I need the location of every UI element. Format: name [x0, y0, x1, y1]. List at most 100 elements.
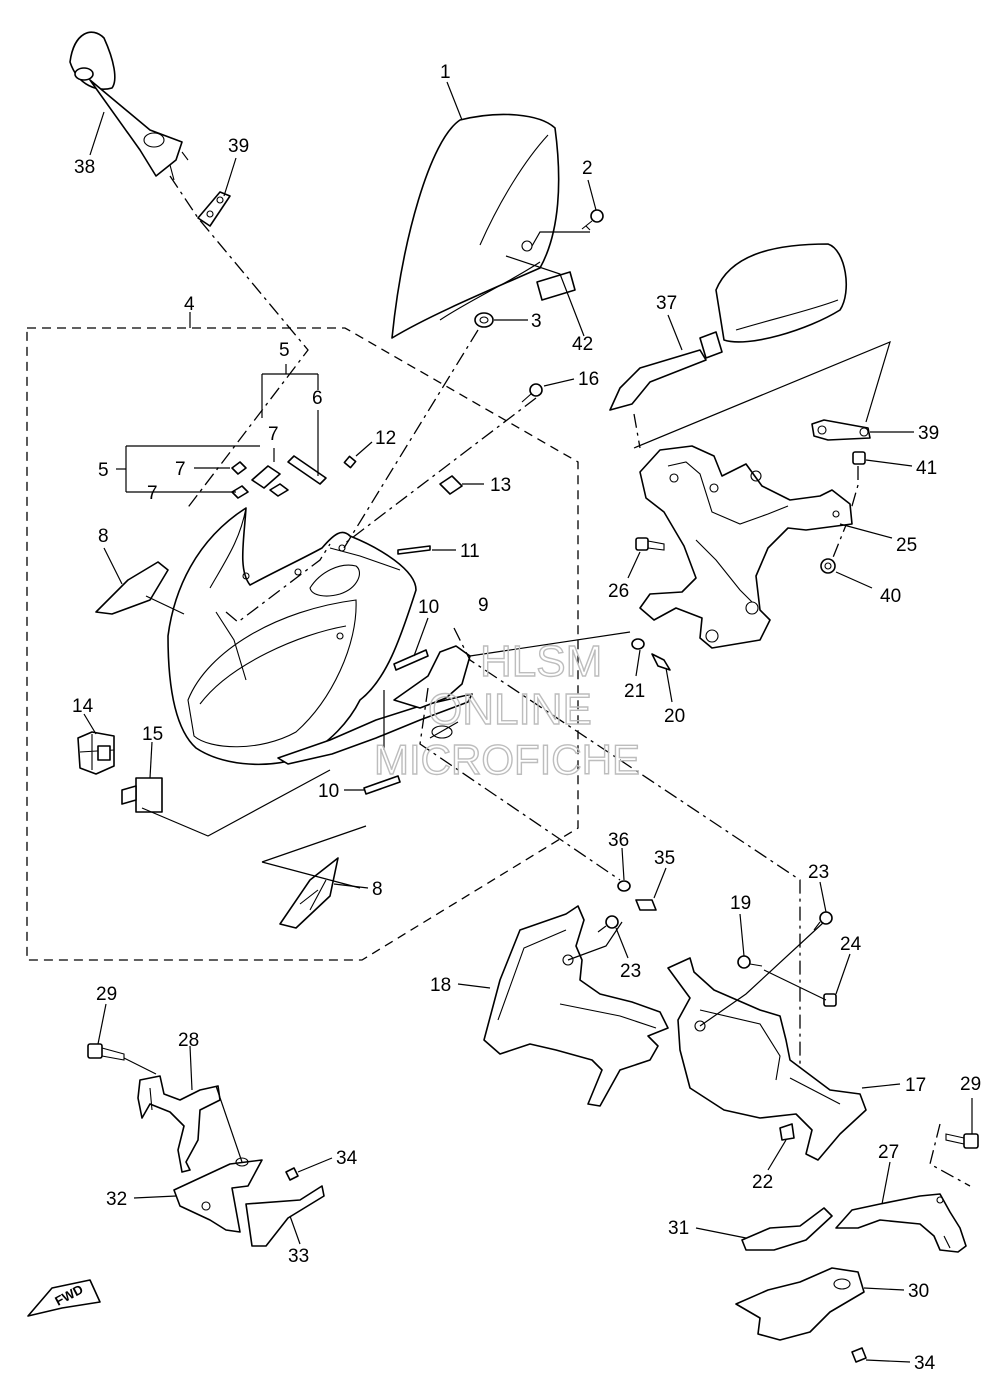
trim-10-lower: [363, 775, 401, 795]
callout-29-left: 29: [96, 984, 117, 1005]
callout-40: 40: [880, 586, 901, 607]
trim-10-upper: [393, 649, 429, 671]
callout-3: 3: [531, 311, 542, 332]
nut-40: [820, 558, 836, 574]
callout-1: 1: [440, 62, 451, 83]
screw-23-right: [813, 911, 833, 931]
callout-19: 19: [730, 893, 751, 914]
mirror-bracket-left: [197, 191, 231, 227]
part-12: [343, 455, 357, 469]
emblem-6: [287, 455, 327, 485]
watermark-line-1: HLSM: [480, 637, 602, 686]
callout-23-right: 23: [808, 862, 829, 883]
callout-17: 17: [905, 1075, 926, 1096]
bracket-31[interactable]: [741, 1207, 833, 1251]
callout-16: 16: [578, 369, 599, 390]
bolt-20: [651, 653, 671, 671]
bolt-29-left: [87, 1043, 125, 1061]
callout-5-left: 5: [98, 460, 109, 481]
bolt-29-right: [945, 1133, 979, 1149]
callout-27: 27: [878, 1142, 899, 1163]
callout-4: 4: [184, 294, 195, 315]
callout-9: 9: [478, 595, 489, 616]
callout-14: 14: [72, 696, 94, 717]
watermark: HLSM ONLINE MICROFICHE: [373, 636, 640, 783]
nut-22: [779, 1123, 795, 1141]
washer-36: [617, 880, 631, 892]
callout-10-upper: 10: [418, 597, 439, 618]
callout-31: 31: [668, 1218, 689, 1239]
nut-13: [439, 475, 463, 495]
screw-34-right: [851, 1347, 867, 1363]
screw-16: [521, 383, 543, 403]
callout-18: 18: [430, 975, 451, 996]
windscreen[interactable]: [391, 113, 560, 339]
connector-14: [77, 731, 115, 775]
washer-21: [631, 638, 645, 650]
lower-cowling-9[interactable]: [277, 645, 473, 765]
inner-panel-right[interactable]: [667, 957, 867, 1161]
callout-32: 32: [106, 1189, 127, 1210]
callout-34-right: 34: [914, 1353, 936, 1374]
fairing-stay[interactable]: [639, 445, 853, 649]
screw-35: [635, 899, 657, 911]
callout-labels: 1 2 3 4 5 5 6 7 7 7 8 8 9 10 10 11 12 13…: [72, 62, 981, 1374]
callout-37: 37: [656, 293, 677, 314]
screw-23-left: [597, 915, 619, 933]
decal-8-upper: [95, 561, 169, 615]
mirror-right[interactable]: [609, 243, 847, 411]
callout-2: 2: [582, 158, 593, 179]
mirror-left[interactable]: [69, 31, 189, 181]
callout-8-upper: 8: [98, 526, 109, 547]
callout-6: 6: [312, 388, 323, 409]
callout-41: 41: [916, 458, 937, 479]
callout-15: 15: [142, 724, 163, 745]
callout-36: 36: [608, 830, 629, 851]
callout-7-mid: 7: [175, 459, 186, 480]
bracket-27[interactable]: [835, 1193, 967, 1253]
callout-30: 30: [908, 1281, 929, 1302]
callout-20: 20: [664, 706, 685, 727]
callout-42: 42: [572, 334, 593, 355]
watermark-line-3: MICROFICHE: [374, 736, 640, 783]
callout-7-top: 7: [268, 424, 279, 445]
watermark-line-2: ONLINE: [428, 685, 592, 734]
front-cowling[interactable]: [167, 507, 417, 766]
callout-24: 24: [840, 934, 862, 955]
assembly-box-4: [26, 327, 579, 961]
callout-13: 13: [490, 475, 511, 496]
mirror-bracket-right: [811, 419, 871, 441]
bracket-32[interactable]: [173, 1157, 263, 1233]
screw-34-left: [285, 1167, 299, 1181]
callout-34-left: 34: [336, 1148, 358, 1169]
callout-38: 38: [74, 157, 95, 178]
bracket-30[interactable]: [735, 1267, 865, 1341]
callout-29-right: 29: [960, 1074, 981, 1095]
callout-11: 11: [460, 541, 480, 562]
collar-41: [852, 451, 866, 465]
callout-22: 22: [752, 1172, 773, 1193]
forward-direction-badge: FWD: [27, 1279, 101, 1317]
callout-28: 28: [178, 1030, 199, 1051]
callout-23-left: 23: [620, 961, 641, 982]
windscreen-decal: [536, 271, 576, 301]
screw-2: [581, 209, 604, 231]
screw-19: [737, 955, 763, 969]
inner-panel-left[interactable]: [483, 905, 669, 1107]
callout-33: 33: [288, 1246, 309, 1267]
grommet-3: [474, 312, 494, 328]
callout-10-lower: 10: [318, 781, 339, 802]
callout-21: 21: [624, 681, 645, 702]
callout-39-right: 39: [918, 423, 939, 444]
callout-25: 25: [896, 535, 917, 556]
relay-15: [121, 777, 163, 813]
callout-35: 35: [654, 848, 675, 869]
callout-5-upper: 5: [279, 340, 290, 361]
decal-8-lower: [279, 857, 339, 929]
callout-7-low: 7: [147, 483, 158, 504]
callout-12: 12: [375, 428, 396, 449]
callout-8-lower: 8: [372, 879, 383, 900]
bracket-33[interactable]: [245, 1185, 325, 1247]
bracket-28[interactable]: [137, 1075, 221, 1173]
